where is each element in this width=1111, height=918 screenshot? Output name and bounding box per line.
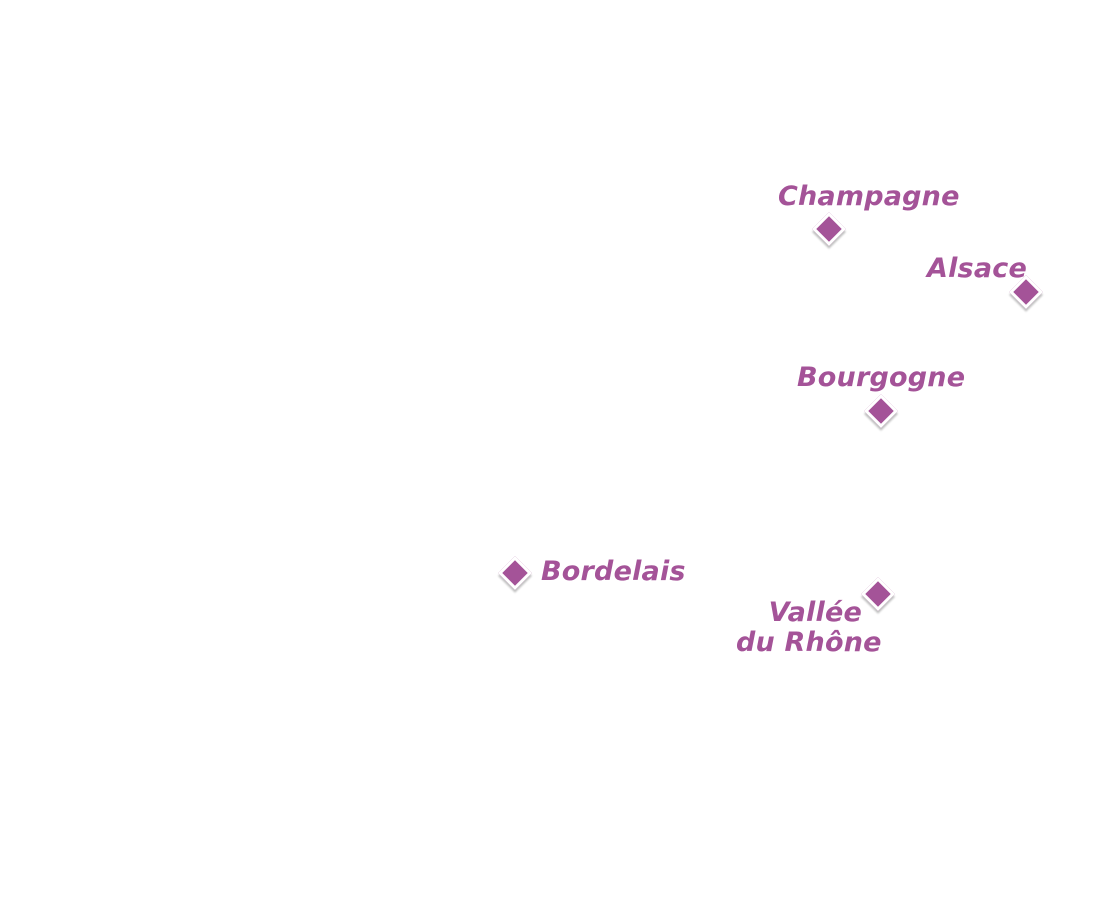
vallee-du-rhone-marker[interactable] (861, 577, 895, 611)
bordelais-marker[interactable] (498, 556, 532, 590)
bordelais-label: Bordelais (541, 556, 686, 587)
champagne-label: Champagne (778, 181, 960, 212)
bourgogne-label: Bourgogne (797, 362, 966, 393)
bourgogne-marker[interactable] (864, 394, 898, 428)
champagne-marker[interactable] (812, 212, 846, 246)
vallee-du-rhone-label: Vallée du Rhône (736, 597, 882, 658)
vallee-du-rhone-label-line2: du Rhône (736, 627, 882, 658)
alsace-label: Alsace (927, 253, 1027, 284)
vallee-du-rhone-label-line1: Vallée (768, 597, 862, 628)
